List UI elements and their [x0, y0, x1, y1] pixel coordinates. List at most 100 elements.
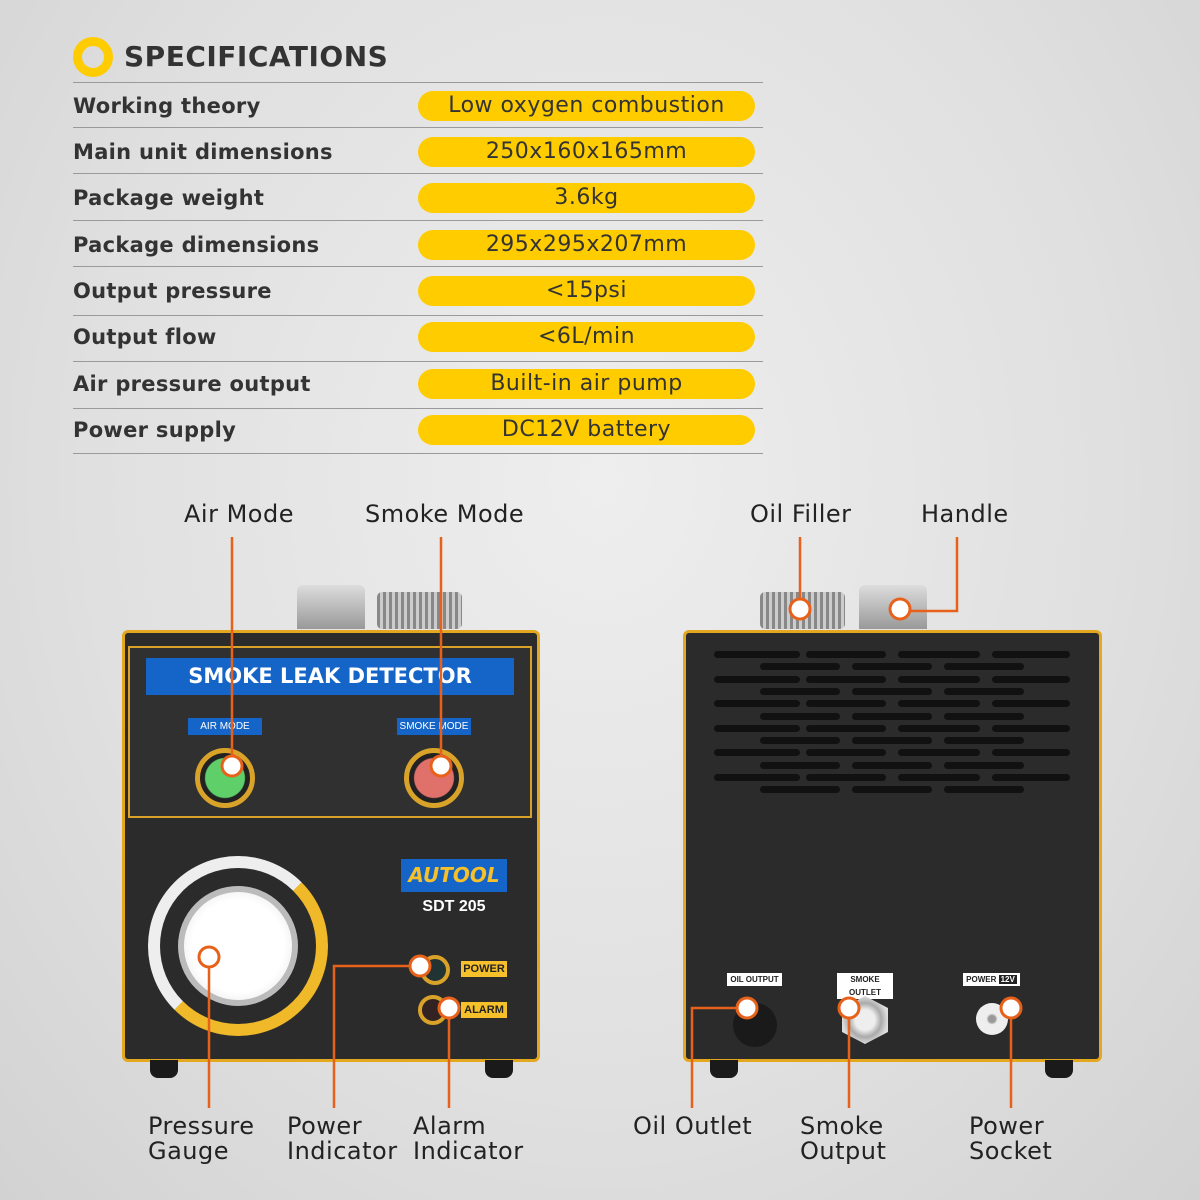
- page-title: SPECIFICATIONS: [124, 40, 389, 73]
- front-knob: [377, 592, 462, 629]
- callout-line1: Power: [287, 1112, 363, 1140]
- spec-value: Low oxygen combustion: [418, 91, 755, 121]
- vent-slot: [806, 675, 886, 683]
- vent-slot: [992, 675, 1070, 683]
- vent-slot: [898, 651, 980, 658]
- vent-slot: [806, 724, 886, 732]
- vent-slot: [714, 774, 800, 781]
- spec-label: Output flow: [73, 325, 217, 349]
- vent-slot: [760, 737, 840, 745]
- vent-slot: [852, 737, 932, 745]
- vent-slot: [714, 651, 800, 658]
- ring-icon: [73, 37, 113, 77]
- air-mode-tag: AIR MODE: [188, 718, 262, 735]
- callout-handle: Handle: [921, 500, 1009, 528]
- oil-output-tag: OIL OUTPUT: [727, 973, 782, 986]
- vent-slot: [760, 687, 840, 695]
- divider: [73, 82, 763, 83]
- spec-value: <6L/min: [418, 322, 755, 352]
- callout-oil-filler: Oil Filler: [750, 500, 852, 528]
- spec-label: Working theory: [73, 94, 261, 118]
- vent-slot: [944, 786, 1024, 794]
- callout-line1: Alarm: [413, 1112, 487, 1140]
- vent-slot: [992, 724, 1070, 732]
- vent-slot: [760, 786, 840, 794]
- vent-slot: [898, 749, 980, 757]
- vent-slot: [944, 737, 1024, 745]
- divider: [73, 127, 763, 128]
- vent-slot: [714, 724, 800, 732]
- alarm-tag: ALARM: [461, 1002, 507, 1018]
- divider: [73, 361, 763, 362]
- divider: [73, 315, 763, 316]
- vent-slot: [806, 749, 886, 757]
- vent-slot: [760, 712, 840, 720]
- vent-slot: [944, 663, 1024, 671]
- callout-line2: Output: [800, 1137, 887, 1165]
- vent-slot: [944, 687, 1024, 695]
- vent-slot: [806, 774, 886, 781]
- vent-slot: [760, 761, 840, 769]
- spec-label: Main unit dimensions: [73, 140, 333, 164]
- foot: [485, 1060, 513, 1078]
- callout-line2: Indicator: [287, 1137, 398, 1165]
- vent-slot: [992, 700, 1070, 708]
- power-socket-tag: POWER 12V: [963, 973, 1020, 986]
- divider: [73, 453, 763, 454]
- air-mode-button[interactable]: [195, 748, 255, 808]
- power-tag: POWER: [461, 961, 507, 977]
- callout-smoke-mode: Smoke Mode: [365, 500, 525, 528]
- vent-slot: [714, 700, 800, 708]
- foot: [710, 1060, 738, 1078]
- foot: [150, 1060, 178, 1078]
- spec-label: Package weight: [73, 186, 265, 210]
- callout-oil-outlet: Oil Outlet: [633, 1112, 753, 1140]
- spec-value: <15psi: [418, 276, 755, 306]
- spec-value: DC12V battery: [418, 415, 755, 445]
- spec-label: Air pressure output: [73, 372, 311, 396]
- model-name: SDT 205: [422, 898, 486, 915]
- smoke-mode-tag: SMOKE MODE: [397, 718, 471, 735]
- divider: [73, 220, 763, 221]
- spec-label: Power supply: [73, 418, 237, 442]
- spec-value: 295x295x207mm: [418, 230, 755, 260]
- smoke-outlet-tag: SMOKE OUTLET: [837, 973, 893, 999]
- power-tag-text: POWER: [966, 975, 997, 984]
- divider: [73, 173, 763, 174]
- divider: [73, 408, 763, 409]
- callout-line1: Power: [969, 1112, 1045, 1140]
- vent-slot: [944, 712, 1024, 720]
- callout-line2: Gauge: [148, 1137, 230, 1165]
- vent-slot: [992, 749, 1070, 757]
- spec-label: Output pressure: [73, 279, 272, 303]
- spec-label: Package dimensions: [73, 233, 320, 257]
- vent-slot: [898, 724, 980, 732]
- brand-logo: AUTOOL: [401, 859, 507, 892]
- spec-value: Built-in air pump: [418, 369, 755, 399]
- callout-line1: Smoke: [800, 1112, 884, 1140]
- spec-value: 250x160x165mm: [418, 137, 755, 167]
- vent-slot: [992, 651, 1070, 658]
- vent-slot: [806, 651, 886, 658]
- vent-slot: [714, 749, 800, 757]
- divider: [73, 266, 763, 267]
- vent-slot: [898, 675, 980, 683]
- pressure-gauge: [178, 886, 298, 1006]
- vent-slot: [760, 663, 840, 671]
- front-handle: [297, 585, 365, 629]
- vent-slot: [714, 675, 800, 683]
- vent-slot: [852, 663, 932, 671]
- product-banner: SMOKE LEAK DETECTOR: [146, 658, 514, 695]
- callout-line2: Socket: [969, 1137, 1053, 1165]
- vent-slot: [852, 687, 932, 695]
- callout-line1: Pressure: [148, 1112, 255, 1140]
- vent-slot: [806, 700, 886, 708]
- vent-slot: [852, 712, 932, 720]
- vent-slot: [852, 761, 932, 769]
